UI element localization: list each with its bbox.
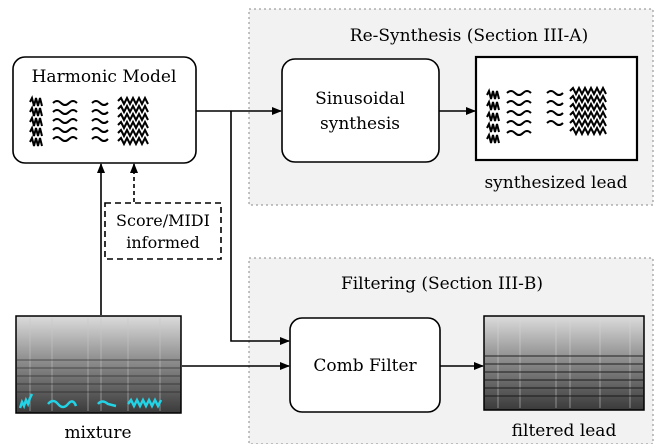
sinusoidal-synthesis-line1: Sinusoidal bbox=[315, 89, 405, 109]
resynthesis-group-title: Re-Synthesis (Section III-A) bbox=[350, 26, 588, 46]
synthesized-partials-icon bbox=[486, 85, 607, 144]
score-midi-box: Score/MIDI informed bbox=[104, 202, 222, 260]
score-midi-line1: Score/MIDI bbox=[116, 211, 210, 230]
harmonic-model-box: Harmonic Model bbox=[12, 56, 197, 164]
pitch-contour-icon bbox=[18, 393, 163, 410]
harmonic-model-label: Harmonic Model bbox=[32, 67, 177, 87]
sinusoidal-synthesis-box: Sinusoidal synthesis bbox=[281, 58, 440, 163]
sinusoidal-synthesis-line2: synthesis bbox=[320, 114, 400, 134]
filtering-group-title: Filtering (Section III-B) bbox=[341, 274, 543, 294]
connectors bbox=[97, 107, 484, 370]
synthesized-lead-box: synthesized lead bbox=[474, 55, 639, 193]
filtered-lead-caption: filtered lead bbox=[512, 421, 617, 441]
mixture-caption: mixture bbox=[64, 423, 131, 443]
comb-filter-label: Comb Filter bbox=[313, 356, 417, 376]
arrow-harmonic-to-comb-filter bbox=[230, 111, 290, 345]
synthesized-lead-caption: synthesized lead bbox=[484, 173, 627, 193]
comb-filter-box: Comb Filter bbox=[289, 317, 441, 413]
filtered-lead-spectrogram: filtered lead bbox=[483, 315, 645, 441]
score-midi-line2: informed bbox=[126, 233, 200, 252]
mixture-spectrogram: mixture bbox=[15, 315, 182, 443]
harmonic-partials-icon bbox=[29, 95, 149, 147]
